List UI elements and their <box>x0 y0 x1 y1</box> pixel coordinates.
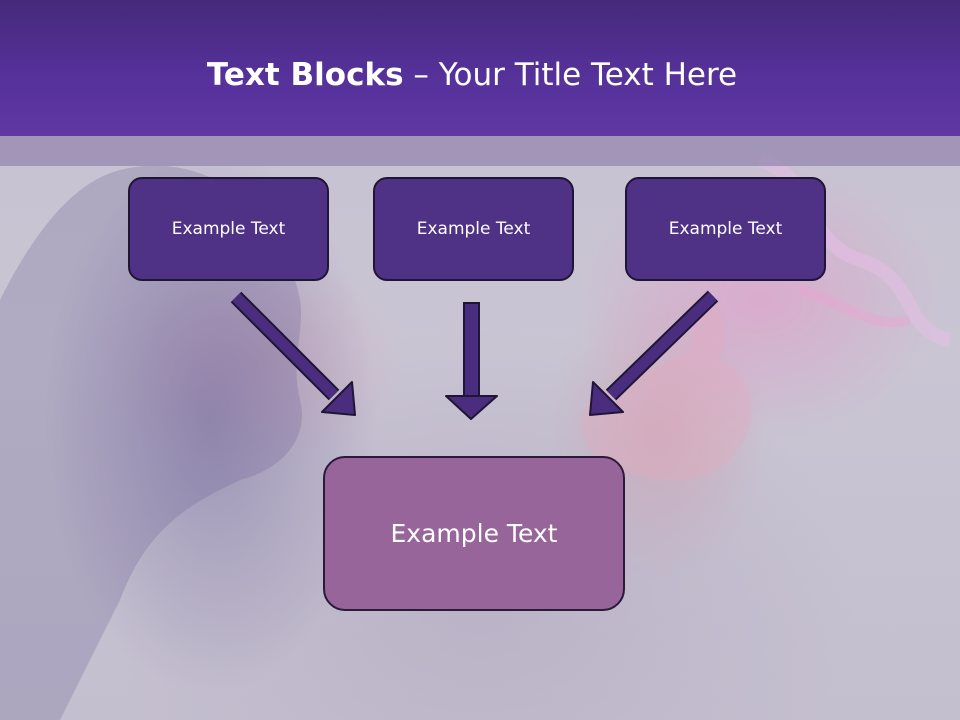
text-block-center-label: Example Text <box>416 219 531 239</box>
header-band <box>0 0 960 136</box>
text-block-center[interactable]: Example Text <box>373 177 574 281</box>
text-block-right[interactable]: Example Text <box>625 177 826 281</box>
title-rest-part: Your Title Text Here <box>438 57 738 93</box>
slide-title: Text Blocks – Your Title Text Here <box>0 50 944 100</box>
text-block-left[interactable]: Example Text <box>128 177 329 281</box>
text-block-main[interactable]: Example Text <box>323 456 625 611</box>
photo-smoke-2 <box>798 285 912 327</box>
text-block-left-label: Example Text <box>171 219 286 239</box>
photo-face-silhouette <box>0 165 302 720</box>
title-bold-part: Text Blocks <box>206 57 404 93</box>
header-strip <box>0 136 960 166</box>
text-block-right-label: Example Text <box>668 219 783 239</box>
photo-hand-silhouette <box>581 298 752 480</box>
title-separator: – <box>403 57 439 93</box>
text-block-main-label: Example Text <box>390 519 558 548</box>
